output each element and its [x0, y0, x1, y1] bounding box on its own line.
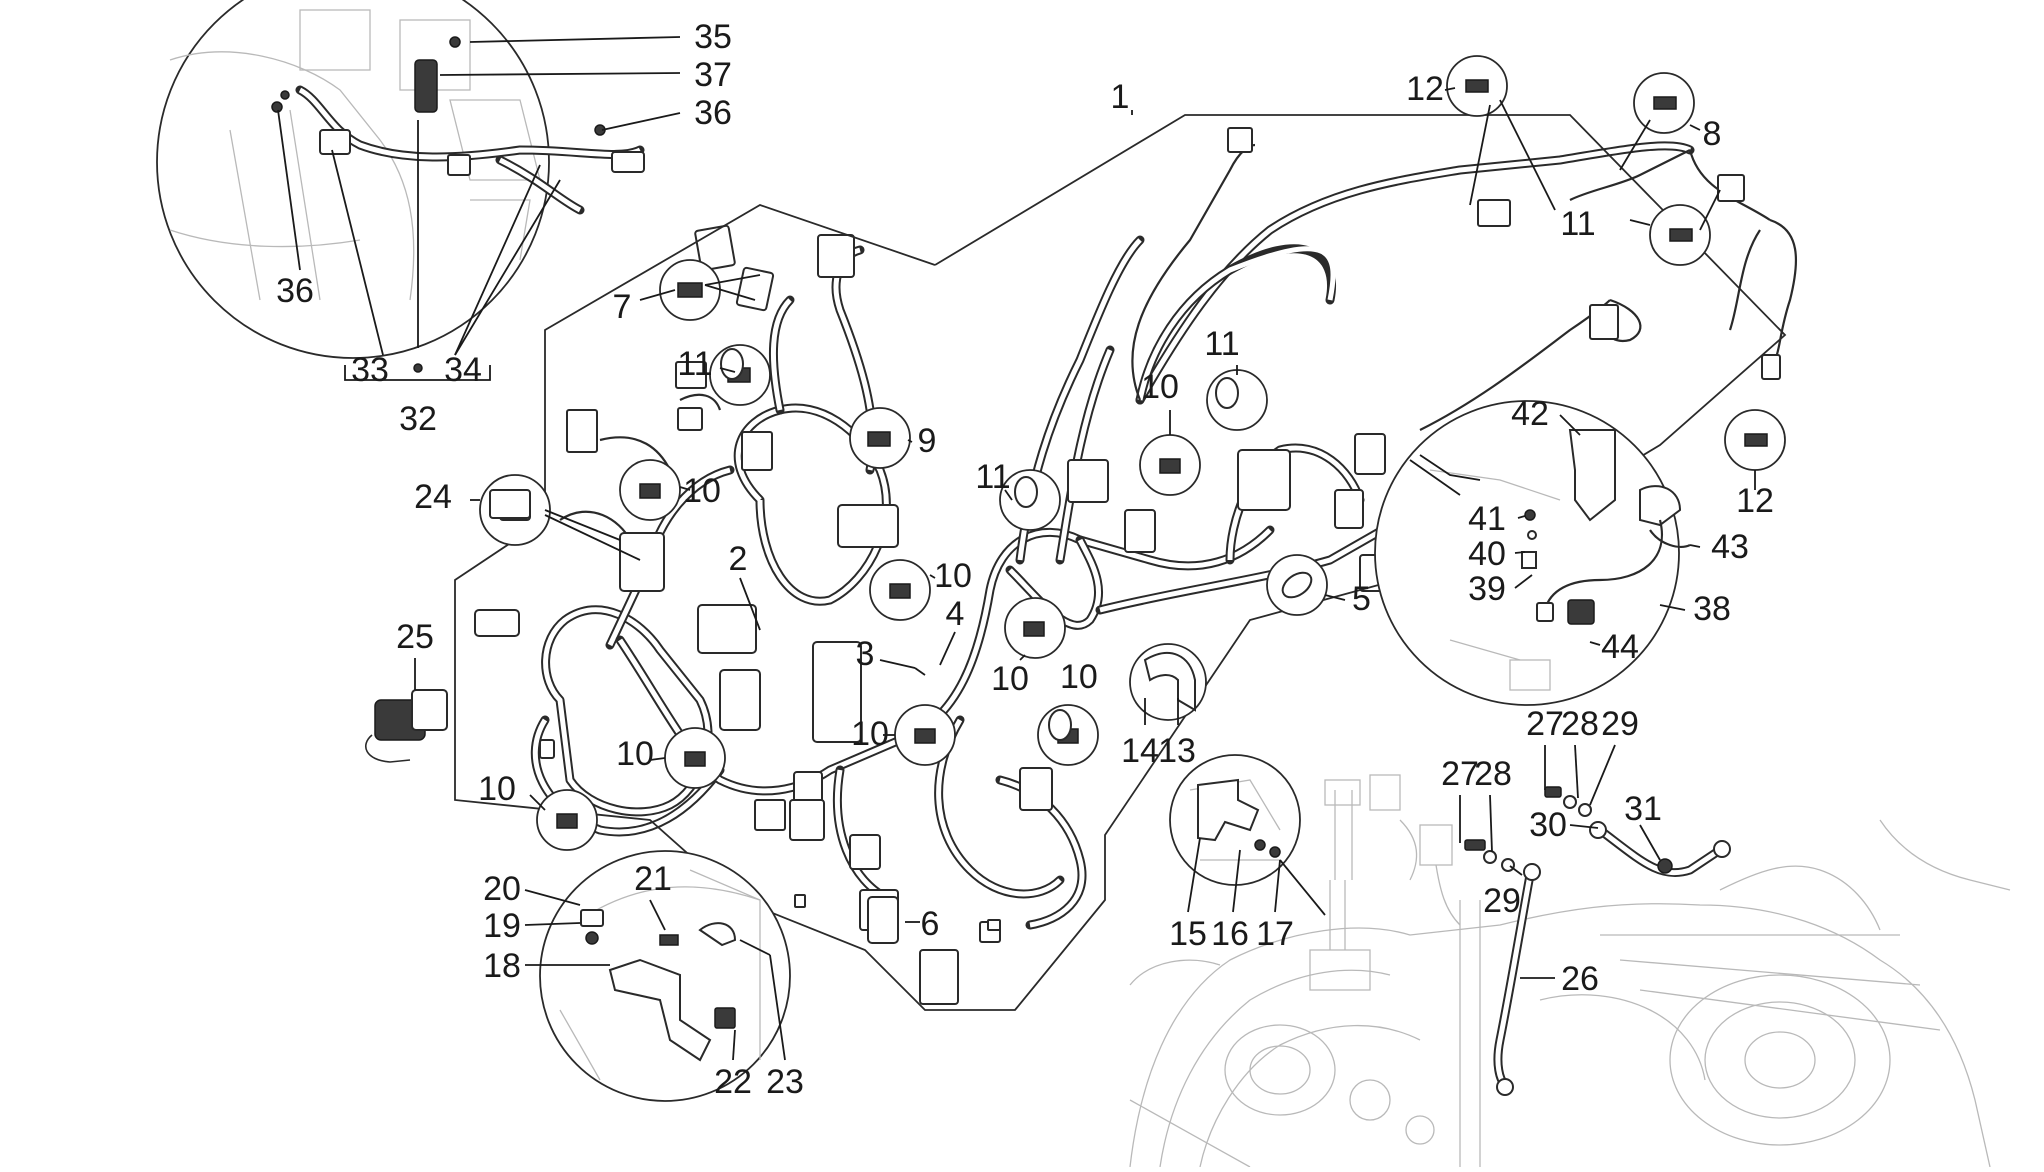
- callout-10-c: 10: [991, 660, 1029, 698]
- callout-25: 25: [396, 618, 434, 656]
- callout-38: 38: [1693, 590, 1731, 628]
- callout-20: 20: [483, 870, 521, 908]
- callout-29-a: 29: [1601, 705, 1639, 743]
- callout-14: 14: [1121, 732, 1159, 770]
- callout-41: 41: [1468, 500, 1506, 538]
- callout-40: 40: [1468, 535, 1506, 573]
- callout-28-b: 28: [1474, 755, 1512, 793]
- callout-labels: 1 2 3 4 5 6 7 8 9 10 10 10 10 10 10 10 1…: [276, 18, 1774, 1101]
- callout-10-h: 10: [1060, 658, 1098, 696]
- callout-43: 43: [1711, 528, 1749, 566]
- callout-23: 23: [766, 1063, 804, 1101]
- callout-33: 33: [351, 351, 389, 389]
- battery-leads: [1464, 786, 1731, 1096]
- callout-15: 15: [1169, 915, 1207, 953]
- callout-30: 30: [1529, 806, 1567, 844]
- harness-connectors: [474, 127, 1781, 1005]
- callout-10-g: 10: [478, 770, 516, 808]
- callout-16: 16: [1211, 915, 1249, 953]
- callout-11-d: 11: [1560, 205, 1595, 243]
- callout-34: 34: [444, 351, 482, 389]
- callout-13: 13: [1158, 732, 1196, 770]
- callout-27-a: 27: [1526, 705, 1564, 743]
- callout-4: 4: [946, 595, 965, 633]
- callout-2: 2: [729, 540, 748, 578]
- callout-18: 18: [483, 947, 521, 985]
- clip-bubbles: [479, 55, 1786, 851]
- callout-9: 9: [918, 422, 937, 460]
- detail-circle-bracket: [539, 850, 791, 1102]
- callout-17: 17: [1256, 915, 1294, 953]
- callout-11-c: 11: [1204, 325, 1239, 363]
- callout-35: 35: [694, 18, 732, 56]
- callout-6: 6: [921, 905, 940, 943]
- callout-39: 39: [1468, 570, 1506, 608]
- leader-lines: [277, 36, 1756, 1061]
- callout-5: 5: [1352, 580, 1371, 618]
- callout-11-a: 11: [677, 345, 712, 383]
- callout-21: 21: [634, 860, 672, 898]
- detail-circle-battery-bracket: [1169, 754, 1301, 886]
- callout-1: 1: [1111, 78, 1130, 116]
- callout-3: 3: [856, 635, 875, 673]
- callout-12-a: 12: [1406, 70, 1444, 108]
- callout-11-b: 11: [975, 458, 1010, 496]
- engine-ghost: [1129, 774, 2011, 1168]
- callout-10-d: 10: [1141, 368, 1179, 406]
- side-parts: [365, 489, 899, 944]
- callout-42: 42: [1511, 395, 1549, 433]
- callout-36-b: 36: [276, 272, 314, 310]
- callout-28-a: 28: [1561, 705, 1599, 743]
- callout-10-a: 10: [683, 472, 721, 510]
- callout-37: 37: [694, 56, 732, 94]
- detail-circle-top-left: [156, 0, 645, 359]
- callout-31: 31: [1624, 790, 1662, 828]
- callout-26: 26: [1561, 960, 1599, 998]
- callout-10-b: 10: [934, 557, 972, 595]
- callout-36-a: 36: [694, 94, 732, 132]
- callout-29-b: 29: [1483, 882, 1521, 920]
- callout-12-b: 12: [1736, 482, 1774, 520]
- callout-10-f: 10: [616, 735, 654, 773]
- callout-7: 7: [613, 288, 632, 326]
- callout-10-e: 10: [851, 715, 889, 753]
- callout-44: 44: [1601, 628, 1639, 666]
- callout-24: 24: [414, 478, 452, 516]
- callout-8: 8: [1703, 115, 1722, 153]
- callout-19: 19: [483, 907, 521, 945]
- callout-27-b: 27: [1441, 755, 1479, 793]
- detail-circle-sensor: [1374, 400, 1691, 706]
- callout-22: 22: [714, 1063, 752, 1101]
- callout-32: 32: [399, 400, 437, 438]
